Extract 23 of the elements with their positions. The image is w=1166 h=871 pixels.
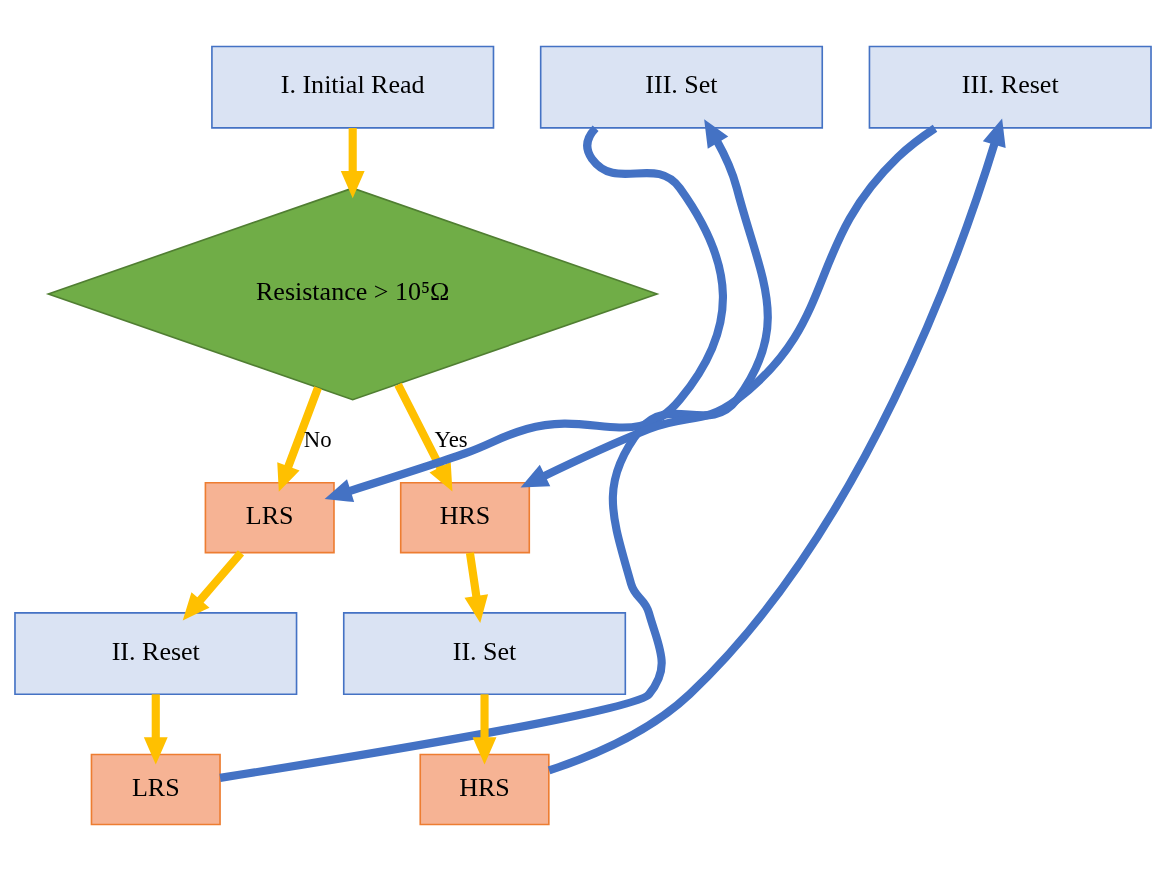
arrow bbox=[143, 694, 168, 765]
node-box: LRS bbox=[90, 753, 221, 826]
arrow bbox=[219, 119, 772, 782]
node-box: II. Set bbox=[342, 612, 627, 696]
node-diamond: Resistance > 10⁵Ω bbox=[45, 187, 660, 401]
arrow bbox=[394, 382, 453, 492]
node-box: III. Reset bbox=[868, 45, 1152, 129]
node-box: HRS bbox=[419, 753, 550, 826]
arrow bbox=[472, 694, 497, 765]
node-box: III. Set bbox=[539, 45, 824, 129]
arrow bbox=[547, 118, 1006, 775]
node-box: HRS bbox=[399, 481, 531, 554]
node-box: LRS bbox=[204, 481, 335, 554]
arrow bbox=[182, 550, 245, 621]
arrow bbox=[520, 124, 938, 488]
edge-label: No bbox=[303, 427, 332, 453]
arrow bbox=[277, 386, 322, 492]
arrow bbox=[340, 128, 365, 199]
node-box: I. Initial Read bbox=[211, 45, 495, 129]
arrow bbox=[324, 125, 727, 503]
edge-label: Yes bbox=[434, 427, 468, 453]
arrow bbox=[464, 552, 489, 623]
node-box: II. Reset bbox=[14, 612, 298, 696]
